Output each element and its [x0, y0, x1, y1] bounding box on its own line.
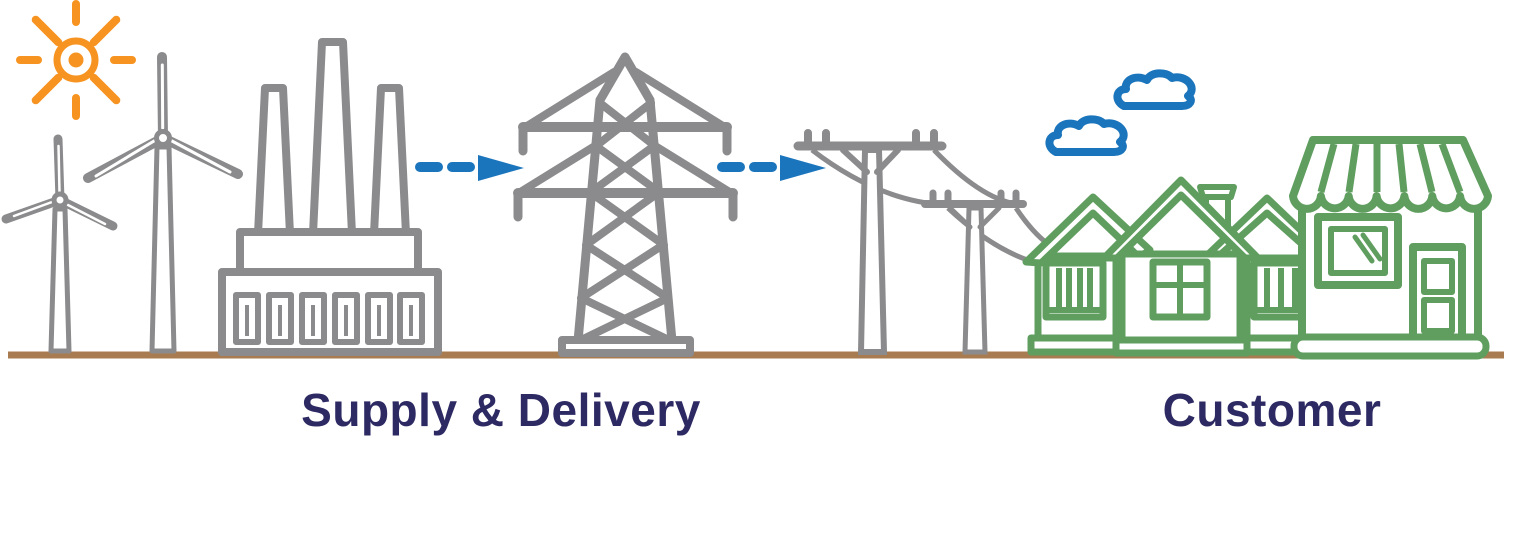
utility-pole-icon-2: [921, 189, 1027, 355]
flow-arrow-icon-2: [717, 155, 826, 181]
storefront-display-window: [1314, 213, 1402, 289]
storefront-icon: [1289, 136, 1492, 360]
house-icon-left: [1022, 193, 1154, 356]
supply-delivery-label: Supply & Delivery: [301, 384, 701, 436]
house-middle-window: [1149, 258, 1211, 321]
storefront-door: [1409, 243, 1466, 344]
flow-arrow-icon-1: [415, 155, 524, 181]
utility-pole-icon-1: [793, 129, 947, 355]
customer-label: Customer: [1162, 384, 1382, 436]
wind-turbine-icon-small: [1, 134, 118, 354]
cloud-icon-1: [1045, 115, 1128, 156]
power-plant-windows: [233, 292, 425, 345]
house-left-window: [1042, 259, 1107, 321]
wind-turbine-icon-large: [83, 52, 243, 354]
storefront-awning: [1289, 136, 1492, 213]
sun-icon: [16, 0, 136, 120]
power-plant-icon: [218, 38, 442, 356]
transmission-tower-icon: [513, 52, 738, 357]
house-icon-middle: [1100, 176, 1262, 357]
cloud-icon-2: [1113, 69, 1196, 110]
